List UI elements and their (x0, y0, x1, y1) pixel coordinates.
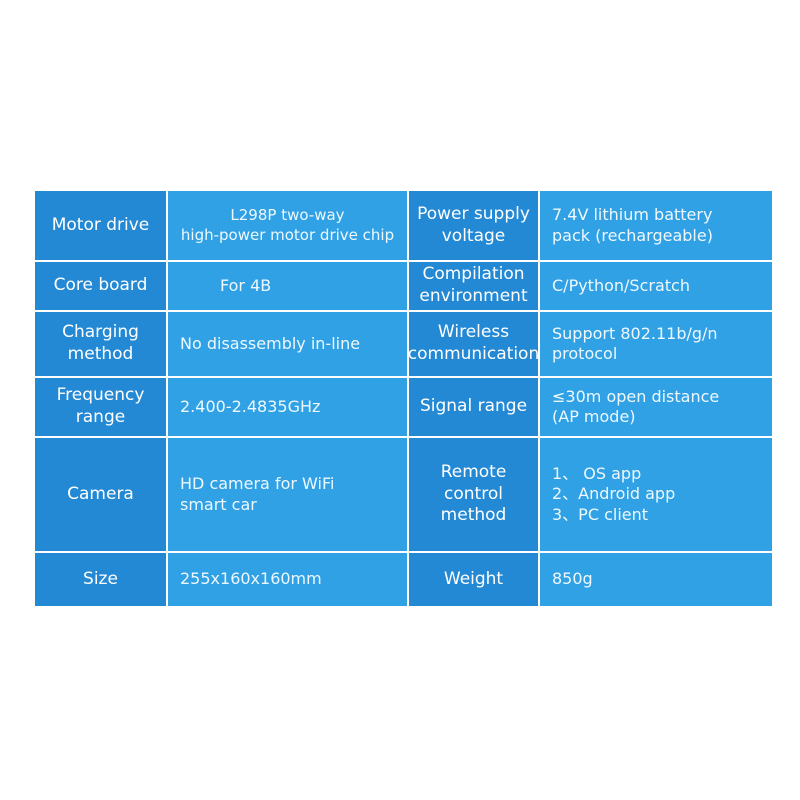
value-size: 255x160x160mm (168, 553, 407, 606)
label-text: Frequency (56, 385, 145, 406)
label-text: Motor drive (51, 214, 150, 235)
label-frequency-range: Frequency range (35, 378, 166, 436)
label-text: Wireless (437, 322, 510, 343)
label-text: Power supply (417, 203, 530, 224)
label-text: method (440, 505, 507, 526)
value-text: HD camera for WiFi (180, 474, 335, 494)
label-text: Remote (440, 461, 507, 482)
label-power-supply-voltage: Power supply voltage (409, 191, 538, 260)
value-wireless-communication: Support 802.11b/g/n protocol (540, 312, 772, 376)
label-wireless-communication: Wireless communication (407, 312, 540, 376)
label-text: communication (407, 344, 540, 364)
label-text: Weight (443, 568, 504, 589)
label-text: Charging (62, 322, 139, 343)
value-text: 2.400-2.4835GHz (180, 396, 321, 416)
value-text: 1、 OS app (552, 463, 642, 483)
label-text: environment (419, 286, 528, 306)
value-text: L298P two-way (230, 206, 345, 225)
label-weight: Weight (409, 553, 538, 606)
value-text: 7.4V lithium battery (552, 205, 713, 225)
label-motor-drive: Motor drive (35, 191, 166, 260)
label-text: Camera (67, 483, 134, 504)
value-text: C/Python/Scratch (552, 275, 690, 295)
value-weight: 850g (540, 553, 772, 606)
label-core-board: Core board (35, 262, 166, 310)
value-motor-drive: L298P two-way high-power motor drive chi… (168, 191, 407, 260)
value-camera: HD camera for WiFi smart car (168, 438, 407, 551)
value-charging-method: No disassembly in-line (168, 312, 407, 376)
value-power-supply-voltage: 7.4V lithium battery pack (rechargeable) (540, 191, 772, 260)
value-text: high-power motor drive chip (180, 225, 395, 244)
value-text: For 4B (220, 275, 272, 295)
label-text: Signal range (419, 396, 528, 417)
value-frequency-range: 2.400-2.4835GHz (168, 378, 407, 436)
label-text: Core board (53, 275, 148, 296)
label-signal-range: Signal range (409, 378, 538, 436)
value-text: 2、Android app (552, 484, 676, 504)
label-size: Size (35, 553, 166, 606)
value-text: ≤30m open distance (552, 386, 720, 406)
label-compilation-environment: Compilation environment (409, 262, 538, 310)
label-text: Compilation (422, 264, 525, 285)
value-text: 255x160x160mm (180, 569, 322, 589)
label-text: control (444, 483, 503, 504)
value-signal-range: ≤30m open distance (AP mode) (540, 378, 772, 436)
value-remote-control-method: 1、 OS app 2、Android app 3、PC client (540, 438, 772, 551)
value-text: protocol (552, 344, 618, 363)
label-text: Size (83, 568, 118, 589)
label-charging-method: Charging method (35, 312, 166, 376)
label-text: method (67, 344, 134, 364)
label-remote-control-method: Remote control method (409, 438, 538, 551)
value-text: Support 802.11b/g/n (552, 323, 718, 343)
label-camera: Camera (35, 438, 166, 551)
value-text: No disassembly in-line (180, 333, 361, 353)
spec-table: Motor drive L298P two-way high-power mot… (35, 191, 772, 606)
value-core-board: For 4B (168, 262, 407, 310)
label-text: voltage (441, 225, 506, 246)
value-text: pack (rechargeable) (552, 225, 713, 245)
value-text: 850g (552, 569, 593, 589)
label-text: range (75, 407, 126, 427)
value-text: (AP mode) (552, 407, 636, 426)
value-compilation-environment: C/Python/Scratch (540, 262, 772, 310)
value-text: 3、PC client (552, 504, 649, 524)
value-text: smart car (180, 494, 257, 514)
